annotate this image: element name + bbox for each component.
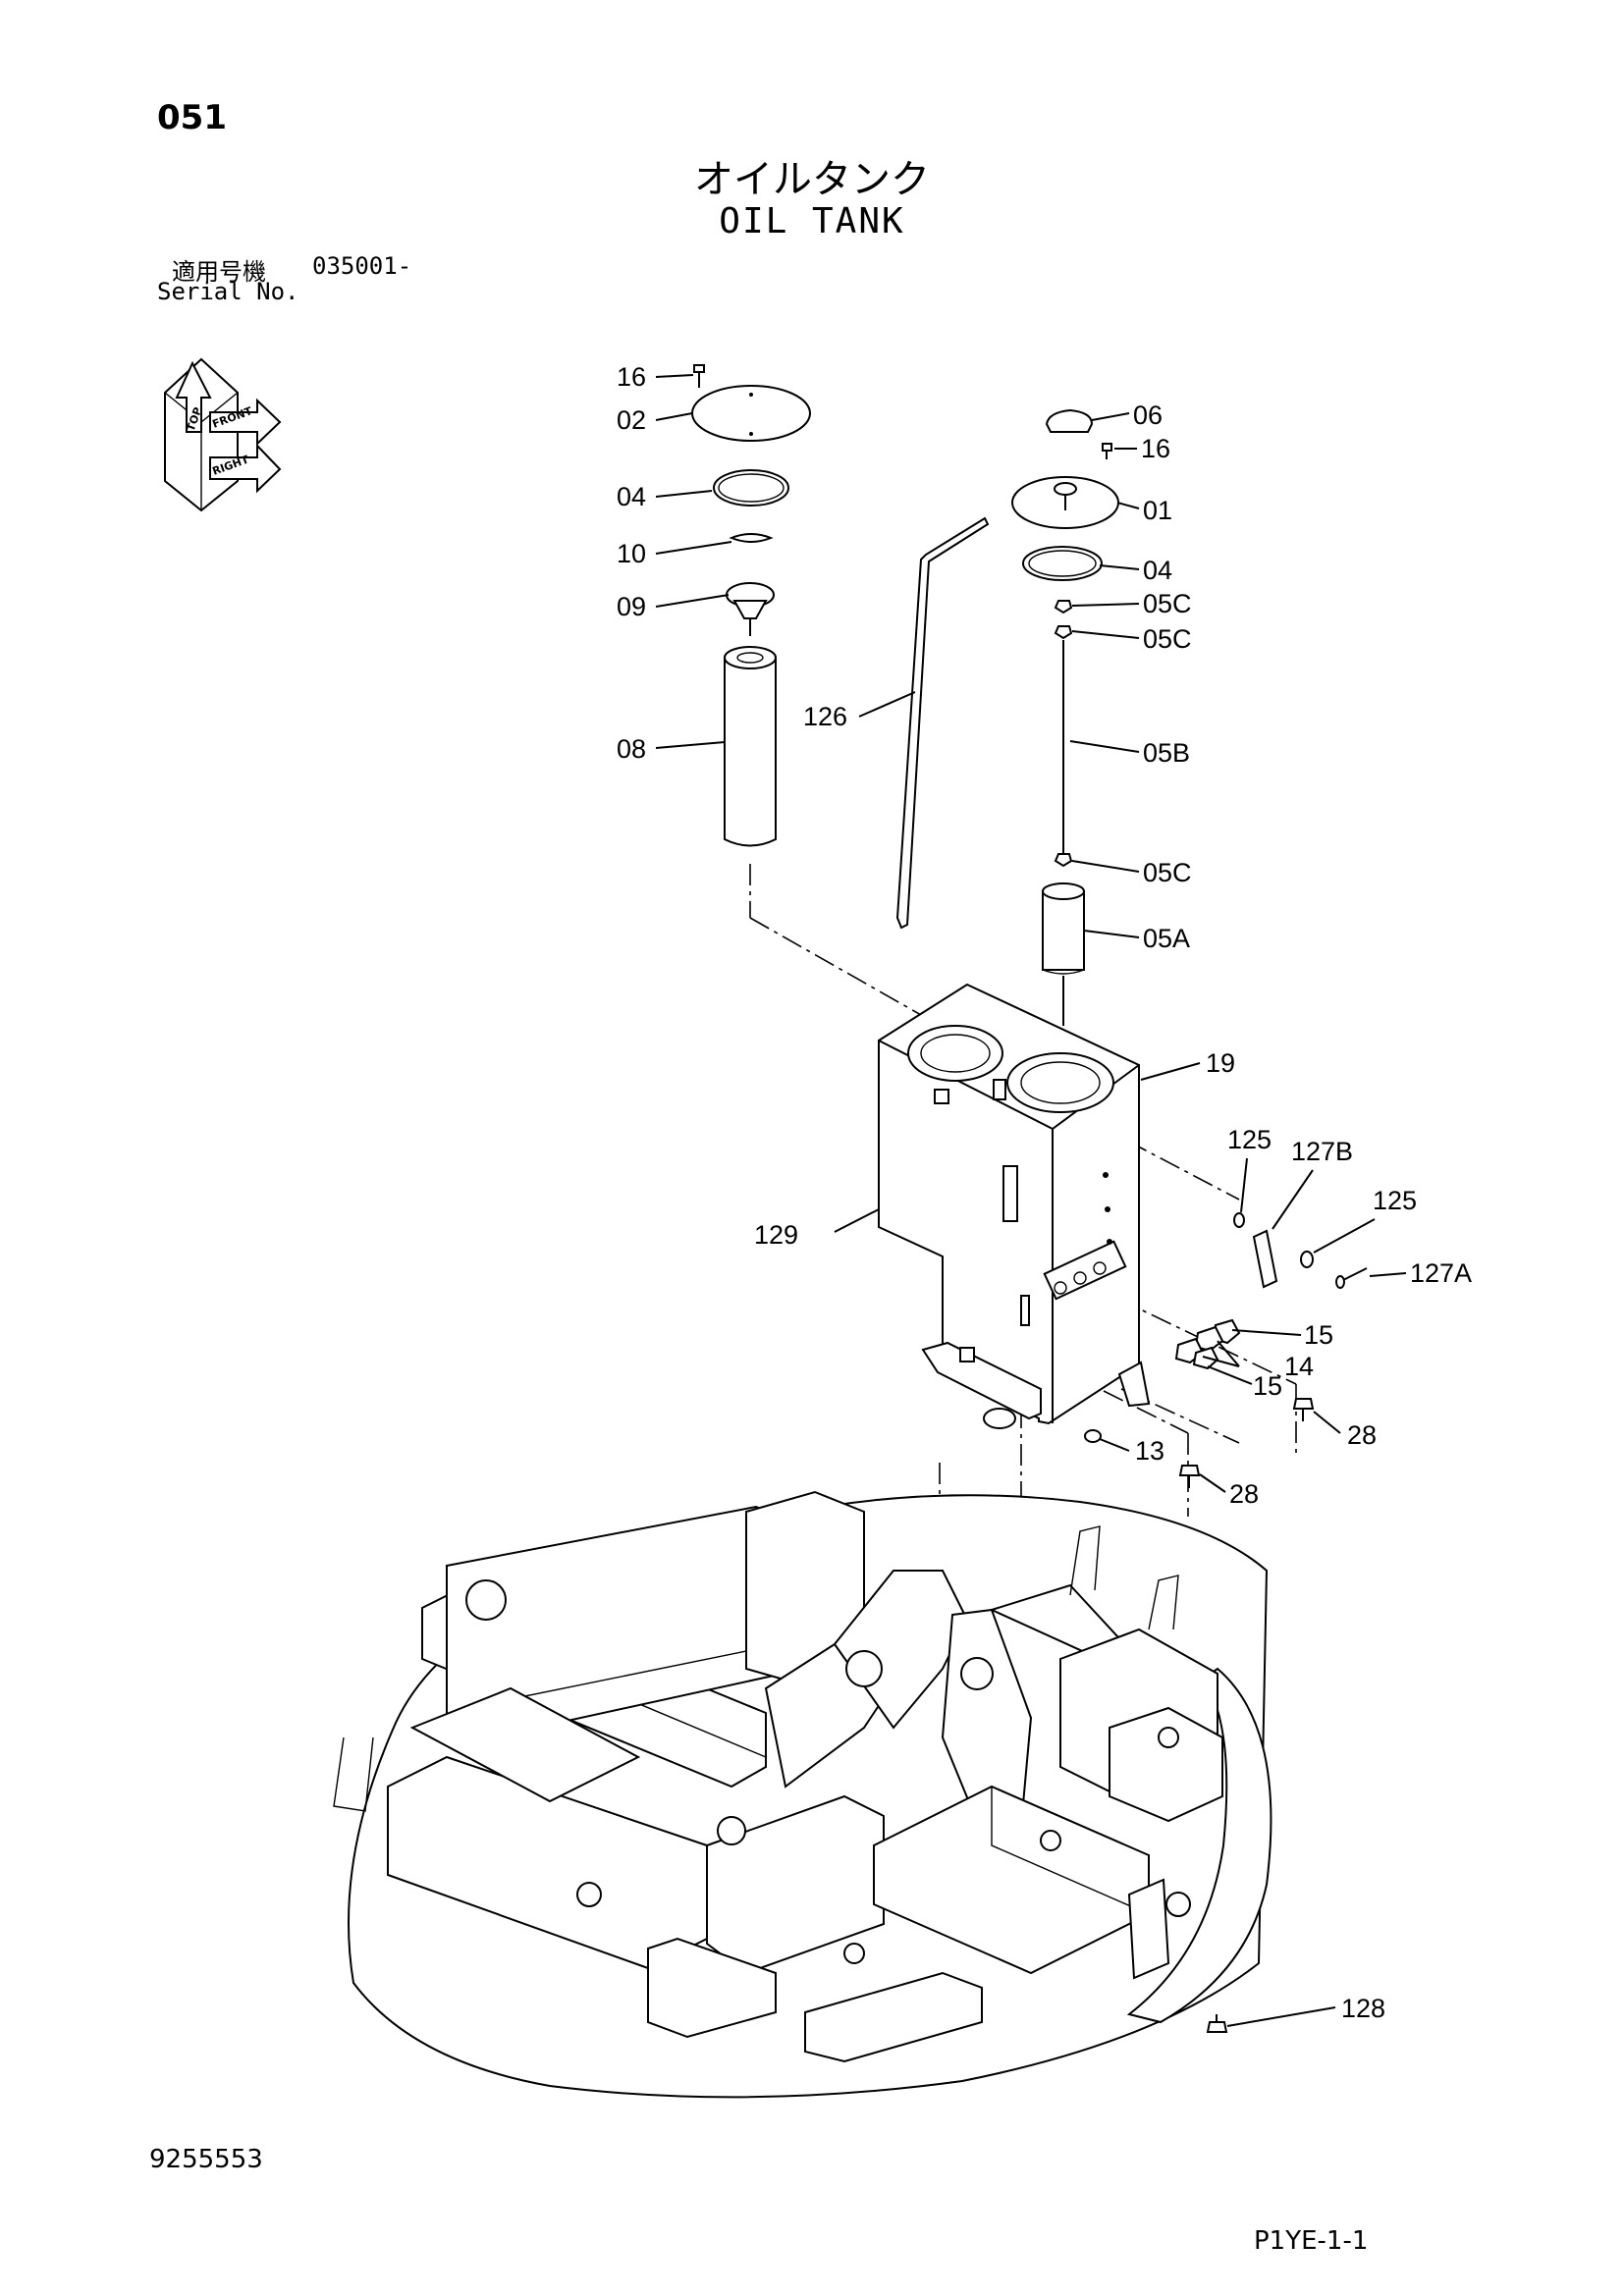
callout-16-right: 16	[1141, 434, 1170, 463]
callout-15-upper: 15	[1304, 1320, 1333, 1350]
sight-gauge-parts	[1233, 1212, 1368, 1289]
callout-02: 02	[617, 405, 646, 435]
callout-125-lower: 125	[1373, 1186, 1417, 1215]
callout-01: 01	[1143, 496, 1172, 525]
callout-05b: 05B	[1143, 738, 1190, 768]
callout-129: 129	[754, 1220, 798, 1250]
callout-leaders	[655, 374, 1407, 2027]
callout-15-lower: 15	[1253, 1371, 1282, 1401]
callout-28-lower: 28	[1229, 1479, 1259, 1509]
serial-label-japanese: 適用号機	[172, 258, 266, 286]
callout-05c-lower: 05C	[1143, 858, 1192, 887]
orientation-cube-icon: TOP FRONT RIGHT	[164, 357, 282, 512]
level-gauge-parts	[1011, 408, 1119, 1026]
callout-13: 13	[1135, 1436, 1164, 1466]
mounting-bolt-parts	[1084, 1398, 1315, 2033]
callout-10: 10	[617, 539, 646, 568]
breather-tube-part	[895, 516, 990, 930]
callout-05c-upper: 05C	[1143, 589, 1192, 618]
callout-04: 04	[617, 482, 646, 511]
serial-number-range: 035001-	[312, 252, 412, 280]
callout-127b: 127B	[1291, 1137, 1353, 1166]
callout-128: 128	[1341, 1994, 1385, 2023]
callout-126: 126	[803, 702, 847, 731]
callout-labels: 16 02 04 10 09 08 126 06 16 01 04 05C 05…	[617, 362, 1472, 2023]
serial-label-english: Serial No.	[157, 278, 299, 305]
document-number: 9255553	[149, 2145, 263, 2174]
callout-127a: 127A	[1410, 1258, 1472, 1288]
page-title-japanese: オイルタンク	[694, 157, 930, 202]
callout-04-right: 04	[1143, 556, 1172, 585]
sheet-code: P1YE-1-1	[1254, 2226, 1369, 2256]
page-title-english: OIL TANK	[719, 201, 905, 241]
callout-05c-middle: 05C	[1143, 624, 1192, 654]
callout-06: 06	[1133, 400, 1163, 430]
hose-fitting-parts	[1174, 1318, 1241, 1370]
filter-assembly-parts	[691, 364, 811, 847]
callout-19: 19	[1206, 1048, 1235, 1078]
callout-09: 09	[617, 592, 646, 621]
callout-28-upper: 28	[1347, 1420, 1377, 1450]
oil-tank-body	[878, 983, 1151, 1429]
upper-frame-chassis	[333, 1490, 1272, 2099]
callout-125-upper: 125	[1227, 1125, 1272, 1154]
callout-16: 16	[617, 362, 646, 392]
callout-05a: 05A	[1143, 924, 1190, 953]
callout-08: 08	[617, 734, 646, 764]
callout-14: 14	[1284, 1352, 1314, 1381]
page-number: 051	[157, 98, 227, 137]
